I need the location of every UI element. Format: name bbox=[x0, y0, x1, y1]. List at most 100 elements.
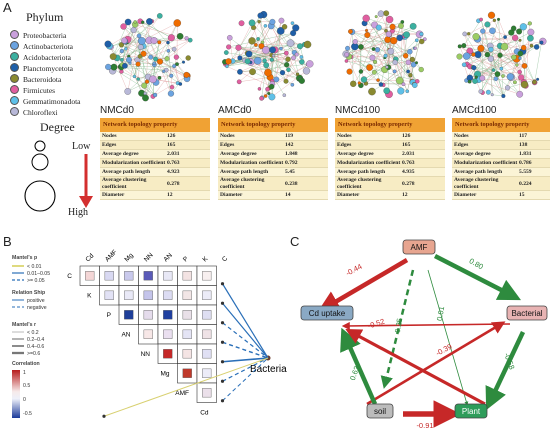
network-node bbox=[493, 19, 496, 22]
network-node bbox=[264, 24, 267, 27]
topology-metric-name: Average clustering coefficient bbox=[100, 177, 167, 190]
network-node bbox=[379, 82, 383, 86]
network-node bbox=[489, 28, 495, 34]
path-arrow bbox=[325, 260, 407, 308]
network-node bbox=[188, 38, 192, 42]
phylum-color-swatch bbox=[10, 30, 19, 39]
network-node bbox=[534, 44, 539, 49]
topology-metric-value: 0.792 bbox=[285, 160, 328, 166]
network-node bbox=[521, 45, 526, 50]
heatmap-correlation-square bbox=[202, 291, 211, 300]
topology-metric-value: 165 bbox=[167, 142, 210, 148]
network-node bbox=[505, 85, 510, 90]
network-node bbox=[410, 23, 416, 29]
mantel-legend: Mantel's p< 0.010.01–0.05>= 0.05Relation… bbox=[12, 255, 50, 418]
legend-text: Mantel's p bbox=[12, 255, 37, 261]
path-node-label: Bacterial bbox=[511, 309, 542, 318]
topology-metric-name: Nodes bbox=[335, 133, 402, 140]
path-coefficient: 0.80 bbox=[468, 256, 485, 271]
network-node bbox=[388, 48, 394, 54]
topology-metric-name: Nodes bbox=[100, 133, 167, 140]
network-node bbox=[236, 45, 242, 51]
mantel-link-endpoint bbox=[221, 341, 224, 344]
network-node bbox=[290, 30, 296, 36]
network-node bbox=[344, 52, 348, 56]
network-node bbox=[485, 22, 491, 28]
co-occurrence-network bbox=[452, 8, 550, 104]
network-node bbox=[475, 76, 478, 79]
network-node bbox=[168, 34, 175, 41]
network-node bbox=[138, 44, 143, 49]
network-node bbox=[137, 78, 140, 81]
network-node bbox=[280, 70, 285, 75]
network-node bbox=[414, 47, 417, 50]
network-node bbox=[403, 53, 408, 58]
network-node bbox=[398, 23, 404, 29]
heatmap-correlation-square bbox=[85, 271, 94, 280]
correlation-colorbar bbox=[12, 370, 20, 418]
topology-metric-name: Average path length bbox=[100, 169, 167, 176]
legend-text: >=0.6 bbox=[27, 351, 40, 357]
degree-low-label: Low bbox=[72, 141, 90, 152]
network-node bbox=[376, 25, 382, 31]
heatmap-correlation-square bbox=[183, 271, 192, 280]
phylum-color-swatch bbox=[10, 96, 19, 105]
topology-metric-value: 0.763 bbox=[402, 160, 445, 166]
phylum-name: Planctomycetota bbox=[23, 64, 73, 73]
phylum-legend-item: Actinobacteriota bbox=[10, 41, 80, 52]
heatmap-correlation-square bbox=[202, 271, 211, 280]
topology-metric-value: 1.831 bbox=[519, 151, 550, 157]
network-node bbox=[291, 83, 294, 86]
network-node bbox=[153, 93, 157, 97]
network-node bbox=[485, 52, 490, 57]
heatmap-correlation-square bbox=[105, 291, 114, 300]
network-node bbox=[149, 76, 156, 83]
network-node bbox=[486, 90, 491, 95]
mantel-link-endpoint bbox=[221, 302, 224, 305]
network-nodes bbox=[457, 12, 547, 98]
topology-table-header: Network topology property bbox=[452, 118, 550, 132]
heatmap-column-label: Mg bbox=[123, 252, 135, 264]
heatmap-correlation-square bbox=[124, 291, 133, 300]
topology-metric-value: 0.278 bbox=[402, 181, 445, 187]
topology-metric-name: Diameter bbox=[452, 192, 519, 199]
network-node bbox=[393, 60, 398, 65]
network-node bbox=[384, 36, 390, 42]
network-node bbox=[501, 74, 504, 77]
network-node bbox=[254, 43, 257, 46]
topology-metric-value: 14 bbox=[285, 192, 328, 198]
network-node bbox=[468, 80, 472, 84]
legend-text: 0.5 bbox=[23, 383, 30, 389]
network-node bbox=[265, 87, 269, 91]
network-node bbox=[262, 46, 269, 53]
network-node bbox=[279, 47, 282, 50]
network-node bbox=[258, 13, 264, 19]
network-node bbox=[366, 64, 372, 70]
network-node bbox=[359, 69, 363, 73]
network-node bbox=[131, 27, 137, 33]
topology-metric-value: 4.935 bbox=[402, 169, 445, 175]
network-node bbox=[224, 50, 228, 54]
heatmap-correlation-square bbox=[202, 349, 211, 358]
network-node bbox=[272, 54, 275, 57]
phylum-color-swatch bbox=[10, 41, 19, 50]
heatmap-correlation-square bbox=[183, 291, 192, 300]
network-node bbox=[419, 67, 424, 72]
heatmap-correlation-square bbox=[144, 291, 153, 300]
topology-metric-name: Average clustering coefficient bbox=[452, 177, 519, 190]
path-coefficient: 0.25 bbox=[393, 318, 404, 334]
network-node bbox=[348, 29, 352, 33]
network-node bbox=[162, 70, 165, 73]
network-node bbox=[299, 78, 305, 84]
